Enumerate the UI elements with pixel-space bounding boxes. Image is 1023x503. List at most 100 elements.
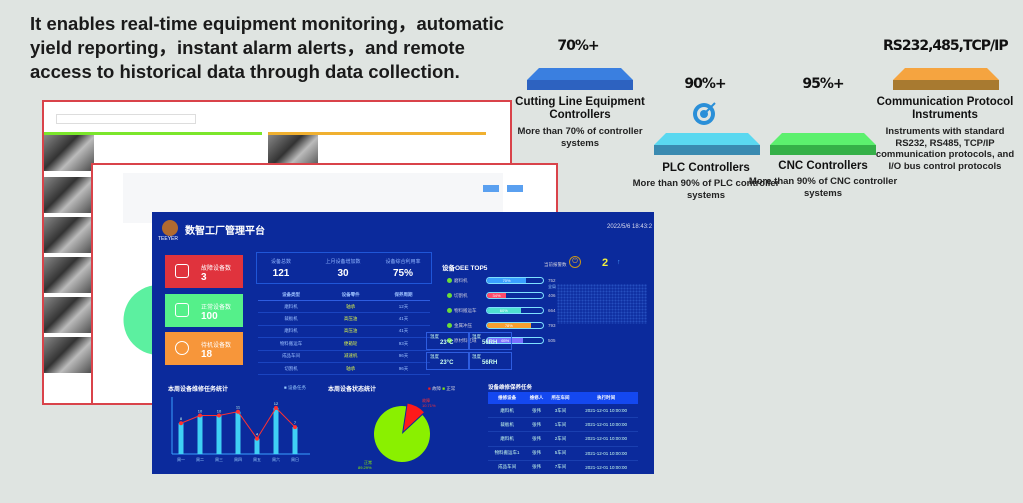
oee-fill: 34% <box>487 293 507 298</box>
tick-label: 周二 <box>196 456 204 462</box>
card-label: 故障设备数 <box>201 266 232 272</box>
data-label: 12 <box>274 401 279 406</box>
status-dot <box>447 323 452 328</box>
feature-stat: 95%+ <box>802 76 844 92</box>
bar-chart-title: 本周设备维修任务统计 <box>168 387 229 393</box>
table-cell: 2021-12-01 10:00:00 <box>574 446 638 461</box>
column-header: 所在车间 <box>546 392 575 404</box>
tick-label: 周三 <box>215 456 223 462</box>
bar <box>273 407 279 454</box>
datetime: 2022/5/6 18:43:2 <box>607 224 653 230</box>
table-cell: 2021-12-01 10:00:00 <box>574 404 638 419</box>
logo-text: TEEYER <box>158 236 179 242</box>
bar <box>235 411 241 454</box>
line-point <box>179 421 183 426</box>
table-cell: 物料搬运车1 <box>488 446 527 461</box>
oee-label: 原材料区域 <box>454 338 477 343</box>
power-icon[interactable]: ⏻ <box>569 256 581 268</box>
slice-label: 正常 <box>364 459 372 465</box>
sensor-label: 温度 <box>430 354 439 359</box>
card-value: 3 <box>201 272 207 283</box>
feature-title: PLC Controllers <box>662 162 750 174</box>
status-bar <box>44 132 262 135</box>
column-header: 保养周期 <box>377 290 430 301</box>
table-cell: 磨料机 <box>258 300 325 314</box>
column-header: 维修设备 <box>488 392 527 404</box>
bar-legend: ■ 设备任务 <box>284 385 306 390</box>
oee-value: 406 <box>548 293 556 298</box>
dashboard-title: 数智工厂管理平台 <box>185 226 265 237</box>
bar <box>197 415 203 454</box>
machine-icon <box>175 303 189 317</box>
feature-desc: More than 70% of controller systems <box>517 126 643 149</box>
status-dot <box>447 308 452 313</box>
oee-fill: 65% <box>487 338 524 343</box>
feature-platform <box>770 133 876 155</box>
table-cell: 5车间 <box>546 446 575 461</box>
maintenance-title: 设备维修保养任务 <box>488 385 533 391</box>
world-map <box>557 284 647 324</box>
table-cell: 2021-12-01 10:00:00 <box>574 417 638 433</box>
table-cell: 磨料机 <box>488 404 527 419</box>
oee-fill: 70% <box>487 278 527 283</box>
oee-value: 793 <box>548 323 556 328</box>
oee-fill: 60% <box>487 308 521 313</box>
table-cell: 3车间 <box>546 404 575 419</box>
table-cell: 成品车间 <box>258 350 325 363</box>
oee-bar: 65% <box>486 337 544 344</box>
table-cell: 物料搬运车 <box>258 337 325 351</box>
alarm-label: 当前报警数 <box>544 262 567 267</box>
bar <box>216 415 222 454</box>
feature-platform <box>527 68 633 90</box>
export-button[interactable] <box>507 185 523 192</box>
column-header: 设备零件 <box>324 290 378 301</box>
card-value: 100 <box>201 311 218 322</box>
machine-thumbnail <box>44 177 94 213</box>
table-cell: 张伟 <box>526 431 547 447</box>
column-header: 执行时间 <box>574 392 638 404</box>
tick-label: 周六 <box>272 456 280 462</box>
table-cell: 张伟 <box>526 460 547 474</box>
machine-thumbnail <box>44 257 94 293</box>
table-cell: 12天 <box>377 300 430 314</box>
machine-thumbnail <box>44 217 94 253</box>
table-cell: 41天 <box>377 312 430 326</box>
data-label: 10 <box>198 409 203 414</box>
table-cell: 7车间 <box>546 460 575 474</box>
search-button[interactable] <box>483 185 499 192</box>
table-cell: 裁板机 <box>258 312 325 326</box>
oee-bar: 34% <box>486 292 544 299</box>
table-cell: 便箱轮 <box>324 337 378 351</box>
table-cell: 张伟 <box>526 446 547 461</box>
sensor-label: 湿度 <box>472 334 481 339</box>
slice-value: 10.71% <box>422 403 436 408</box>
target-icon <box>693 102 716 125</box>
table-cell: 1车间 <box>546 417 575 433</box>
feature-stat: 70%+ <box>557 38 599 54</box>
data-label: 4 <box>256 432 259 437</box>
sensor-value: 56RH <box>482 360 498 366</box>
table-cell: 96天 <box>377 350 430 363</box>
machine-thumbnail <box>44 297 94 333</box>
oee-bar: 78% <box>486 322 544 329</box>
table-cell: 93天 <box>377 337 430 351</box>
map-label: 全局 <box>548 284 556 289</box>
table-cell: 高压油 <box>324 325 378 339</box>
